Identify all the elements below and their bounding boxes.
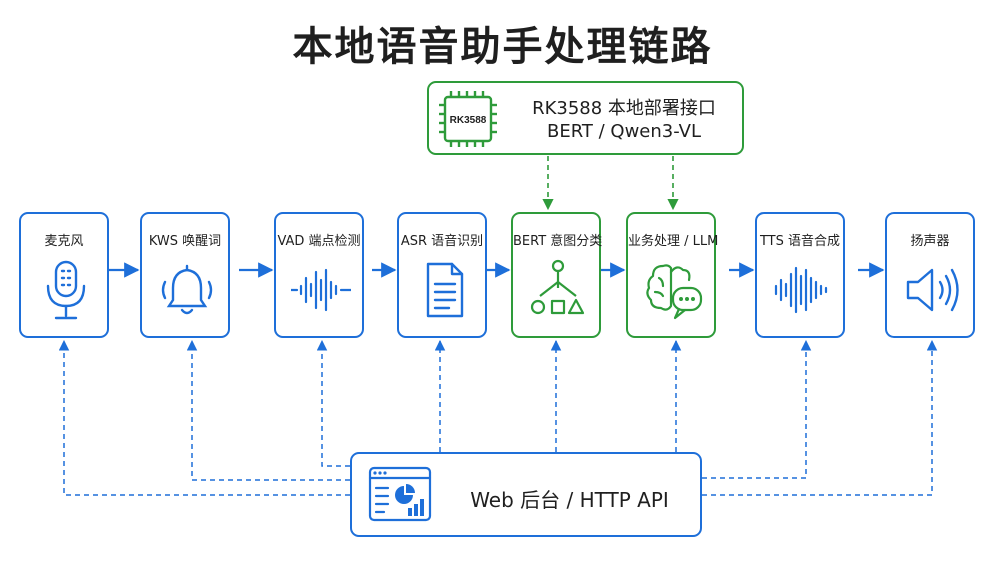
npu-interface-title: RK3588 本地部署接口 xyxy=(532,98,716,119)
link-backend-kws xyxy=(186,339,350,481)
stage-label: ASR 语音识别 xyxy=(400,234,484,249)
link-backend-mic xyxy=(58,339,350,496)
diagram-title: 本地语音助手处理链路 xyxy=(292,24,713,70)
stage-label: BERT 意图分类 xyxy=(513,234,603,249)
stage-microphone: 麦克风 xyxy=(19,212,109,338)
stage-llm: 业务处理 / LLM xyxy=(626,212,719,338)
speaker-icon xyxy=(906,268,959,312)
bell-icon xyxy=(161,264,213,315)
document-icon xyxy=(426,262,464,318)
audio-wave-icon xyxy=(774,266,828,314)
stage-label: VAD 端点检测 xyxy=(277,234,361,249)
waveform-icon xyxy=(291,268,351,312)
backend-arrows xyxy=(58,339,938,496)
link-backend-speaker xyxy=(702,339,938,496)
stage-label: KWS 唤醒词 xyxy=(148,234,222,249)
chip-icon: RK3588 xyxy=(439,91,497,147)
npu-interface-models: BERT / Qwen3-VL xyxy=(546,121,702,142)
backend-box: Web 后台 / HTTP API xyxy=(350,452,702,537)
stage-vad: VAD 端点检测 xyxy=(274,212,364,338)
stage-asr: ASR 语音识别 xyxy=(397,212,487,338)
npu-interface-box: RK3588 RK3588 本地部署接口 BERT / Qwen3-VL xyxy=(427,81,744,155)
stage-label: TTS 语音合成 xyxy=(759,234,841,249)
stage-speaker: 扬声器 xyxy=(885,212,975,338)
microphone-icon xyxy=(46,260,86,320)
link-backend-tts xyxy=(702,339,812,479)
stage-kws: KWS 唤醒词 xyxy=(140,212,230,338)
link-backend-vad xyxy=(316,339,350,467)
stage-label: 麦克风 xyxy=(44,234,84,249)
stage-label: 扬声器 xyxy=(910,234,950,249)
npu-arrows xyxy=(542,156,679,211)
stage-bert: BERT 意图分类 xyxy=(511,212,603,338)
chip-label: RK3588 xyxy=(450,115,487,126)
stage-label: 业务处理 / LLM xyxy=(628,234,719,249)
dashboard-icon xyxy=(368,466,432,522)
backend-label: Web 后台 / HTTP API xyxy=(470,488,669,512)
brain-chat-icon xyxy=(646,264,703,320)
stage-tts: TTS 语音合成 xyxy=(755,212,845,338)
hierarchy-icon xyxy=(530,259,585,315)
